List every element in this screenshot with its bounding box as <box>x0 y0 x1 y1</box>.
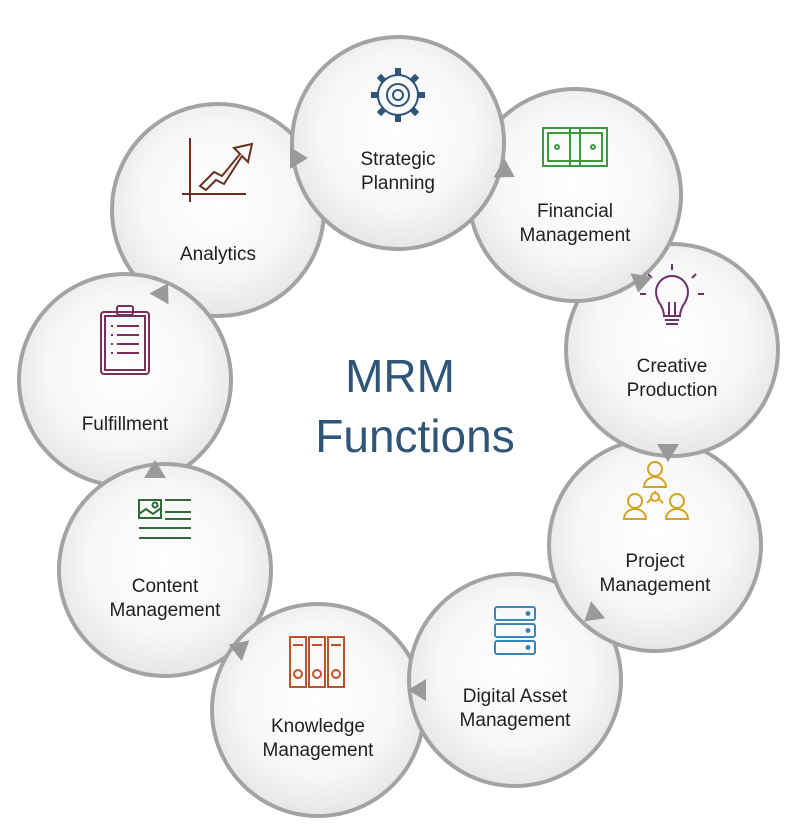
binders-icon <box>289 636 345 688</box>
flow-arrow-icon <box>408 679 426 701</box>
flow-arrow-icon <box>290 147 308 169</box>
flow-arrow-icon <box>630 273 653 293</box>
flow-arrow-icon <box>144 460 166 478</box>
node-circle <box>210 602 426 818</box>
content-icon <box>138 499 191 539</box>
team-icon <box>622 461 690 520</box>
flow-arrow-icon <box>493 158 515 178</box>
flow-arrow-icon <box>228 640 250 662</box>
node-circle <box>547 437 763 653</box>
node-label: Digital Asset <box>463 686 568 707</box>
chart-up-icon <box>182 138 254 202</box>
flow-arrow-icon <box>657 444 679 462</box>
node-label: Analytics <box>180 244 256 265</box>
node-label: Strategic <box>361 149 436 170</box>
node-label: Management <box>520 225 632 246</box>
node-label: Planning <box>361 173 435 194</box>
node-circle <box>290 35 506 251</box>
node-label: Management <box>460 710 572 731</box>
node-circle <box>564 242 780 458</box>
node-label: Management <box>110 600 222 621</box>
node-circle <box>57 462 273 678</box>
clipboard-icon <box>100 305 150 375</box>
flow-arrow-icon <box>584 601 606 622</box>
function-node-fulfillment: Fulfillment <box>17 272 233 488</box>
flow-arrow-icon <box>149 283 169 305</box>
node-label: Production <box>627 380 718 401</box>
node-label: Management <box>600 575 712 596</box>
title-line-2: Functions <box>315 410 514 462</box>
title-line-1: MRM <box>345 350 455 402</box>
node-label: Project <box>625 551 685 572</box>
node-label: Management <box>263 740 375 761</box>
lightbulb-icon <box>640 264 704 325</box>
node-label: Knowledge <box>271 716 365 737</box>
node-label: Content <box>132 576 199 597</box>
node-label: Creative <box>637 356 708 377</box>
money-icon <box>542 127 608 167</box>
node-label: Fulfillment <box>82 414 169 435</box>
server-icon <box>494 606 536 655</box>
node-circle <box>407 572 623 788</box>
gear-icon <box>371 68 425 122</box>
node-label: Financial <box>537 201 613 222</box>
